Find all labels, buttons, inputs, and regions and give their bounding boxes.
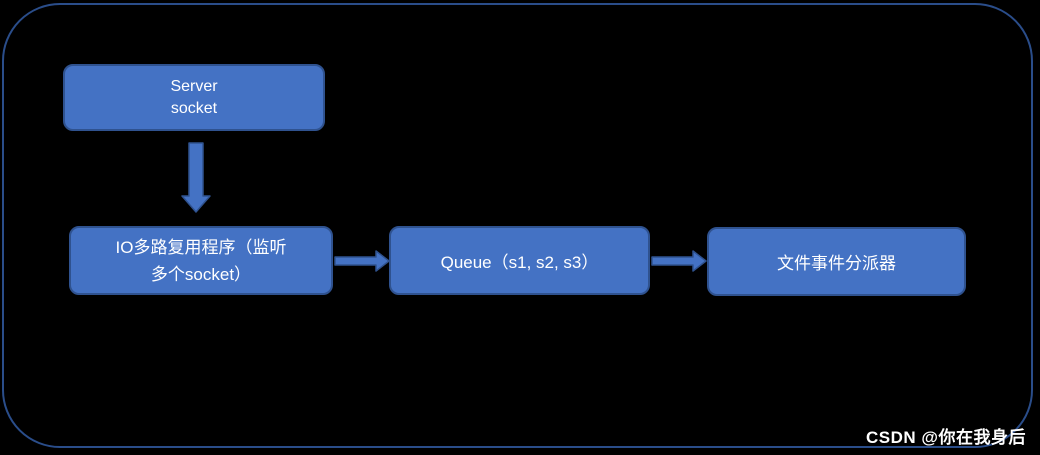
- diagram-frame-border: [2, 3, 1033, 448]
- arrow-right-icon: [651, 250, 707, 272]
- arrow-down-icon: [181, 142, 211, 214]
- watermark-text: CSDN @你在我身后: [866, 428, 1026, 447]
- node-queue: Queue（s1, s2, s3）: [389, 226, 650, 295]
- node-file-event-dispatcher-label: 文件事件分派器: [777, 254, 896, 273]
- arrow-right-icon: [334, 250, 390, 272]
- node-server-socket-label: Server socket: [170, 77, 218, 117]
- node-io-multiplexer-label: IO多路复用程序（监听 多个socket）: [115, 237, 287, 284]
- node-file-event-dispatcher: 文件事件分派器: [707, 227, 966, 296]
- node-io-multiplexer: IO多路复用程序（监听 多个socket）: [69, 226, 333, 295]
- node-server-socket: Server socket: [63, 64, 325, 131]
- node-queue-label: Queue（s1, s2, s3）: [440, 253, 599, 272]
